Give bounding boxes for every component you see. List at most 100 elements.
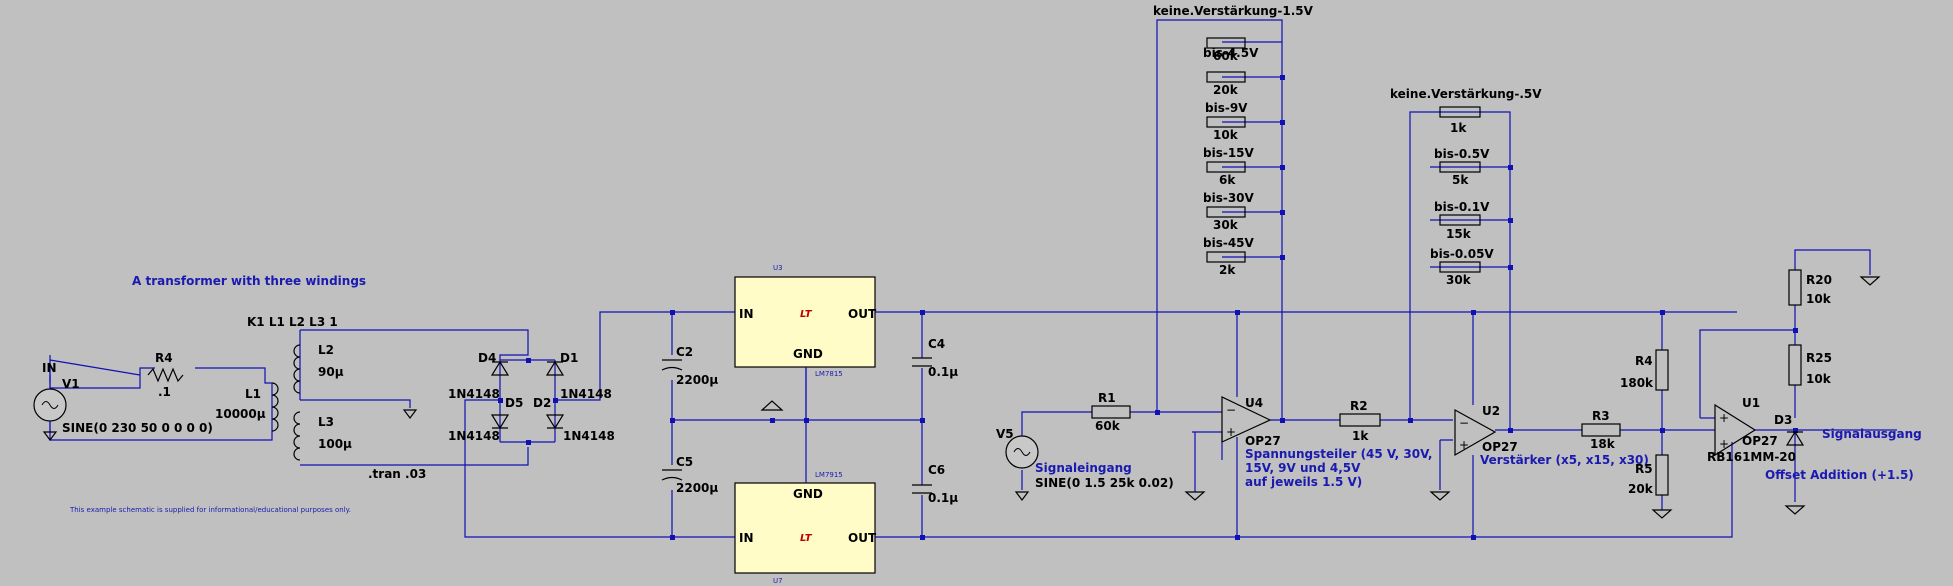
v5-name: V5 [996,427,1014,441]
label-bis-45: bis-4.5V [1203,46,1259,60]
spannungsteiler-line1: Spannungsteiler (45 V, 30V, [1245,447,1432,461]
u4-name: U4 [1245,396,1263,410]
res-5k-value: 5k [1452,173,1469,187]
resistor-r1 [1091,405,1131,419]
resistor-30k-b [1439,261,1481,273]
regulator-u3 [734,276,876,368]
v5-value: SINE(0 1.5 25k 0.02) [1035,476,1174,490]
tran-directive: .tran .03 [368,467,426,481]
res-10k-value: 10k [1213,128,1239,142]
ground-symbol-u2 [1429,491,1451,501]
c5-name: C5 [676,455,693,469]
inductor-l2 [293,344,301,394]
label-keine-15v: keine.Verstärkung-1.5V [1153,4,1314,18]
ground-symbol-r20 [1859,276,1881,286]
resistor-20k [1206,71,1246,83]
coupling-directive: K1 L1 L2 L3 1 [247,315,338,329]
u7-lt-logo: LT [800,533,813,544]
transformer-title: A transformer with three windings [132,274,366,288]
l3-value: 100µ [318,437,352,451]
d3-name: D3 [1774,413,1792,427]
resistor-10k [1206,116,1246,128]
ground-symbol-d3 [1784,505,1806,515]
d5-name: D5 [505,396,523,410]
resistor-r3 [1581,423,1621,437]
u1-model: OP27 [1742,434,1778,448]
inductor-l3 [293,411,301,461]
resistor-15k [1439,214,1481,226]
label-bis-15: bis-15V [1203,146,1255,160]
ground-symbol-center [760,400,784,411]
resistor-6k [1206,161,1246,173]
res-6k-value: 6k [1219,173,1236,187]
svg-text:+: + [1459,438,1469,452]
diode-d3 [1785,430,1805,446]
c5-value: 2200µ [676,481,718,495]
r5-name: R5 [1635,462,1653,476]
r3-value: 18k [1590,437,1616,451]
verstaerker-label: Verstärker (x5, x15, x30) [1480,453,1649,467]
offset-label: Offset Addition (+1.5) [1765,468,1914,482]
ground-symbol-u4 [1184,491,1206,501]
voltage-source-v5 [1005,435,1039,501]
opamp-u4: − + [1221,396,1272,443]
u3-model: LM7815 [815,370,843,378]
r3-name: R3 [1592,409,1610,423]
u4-model: OP27 [1245,434,1281,448]
svg-text:−: − [1226,403,1236,417]
l2-value: 90µ [318,365,344,379]
r4b-name: R4 [1635,354,1653,368]
ground-symbol-secondary [402,409,418,419]
u3-pin-gnd: GND [793,347,823,361]
c4-value: 0.1µ [928,365,958,379]
resistor-r20 [1788,269,1802,306]
r4-value: .1 [158,385,171,399]
u3-pin-out: OUT [848,307,877,321]
res-1k-value: 1k [1450,121,1467,135]
label-bis-01: bis-0.1V [1434,200,1490,214]
diode-bridge [490,360,565,430]
label-bis-9: bis-9V [1205,101,1248,115]
u7-pin-in: IN [739,531,754,545]
regulator-u7 [734,482,876,574]
v1-value: SINE(0 230 50 0 0 0 0) [62,421,213,435]
u7-pin-out: OUT [848,531,877,545]
c6-name: C6 [928,463,945,477]
r1-name: R1 [1098,391,1116,405]
spannungsteiler-line2: 15V, 9V und 4,5V [1245,461,1361,475]
c4-name: C4 [928,337,945,351]
signaleingang-label: Signaleingang [1035,461,1132,475]
resistor-r25 [1788,344,1802,386]
d2-model: 1N4148 [563,429,615,443]
r5-value: 20k [1628,482,1654,496]
r4-name: R4 [155,351,173,365]
resistor-r4-input [147,367,184,383]
capacitor-c4 [912,357,932,367]
svg-text:+: + [1226,425,1236,439]
net-label-in: IN [42,361,57,375]
u2-model: OP27 [1482,440,1518,454]
c2-name: C2 [676,345,693,359]
r20-name: R20 [1806,273,1832,287]
u1-name: U1 [1742,396,1760,410]
svg-text:−: − [1459,416,1469,430]
capacitor-c6 [912,484,932,494]
u2-name: U2 [1482,404,1500,418]
inductor-l1 [271,382,279,432]
r4b-value: 180k [1620,376,1654,390]
d5-model: 1N4148 [448,429,500,443]
r25-name: R25 [1806,351,1832,365]
res-15k-value: 15k [1446,227,1472,241]
l1-value: 10000µ [215,407,266,421]
resistor-r4-divider [1655,349,1669,391]
opamp-u2: − + [1454,408,1497,457]
disclaimer-note: This example schematic is supplied for i… [69,506,351,514]
capacitor-c2 [661,359,683,371]
label-bis-05: bis-0.5V [1434,147,1490,161]
res-30k-value: 30k [1213,218,1239,232]
l1-name: L1 [245,387,261,401]
res-60k-value: 60k [1213,49,1239,63]
junction-dots [498,75,1798,540]
label-keine-05v: keine.Verstärkung-.5V [1390,87,1542,101]
